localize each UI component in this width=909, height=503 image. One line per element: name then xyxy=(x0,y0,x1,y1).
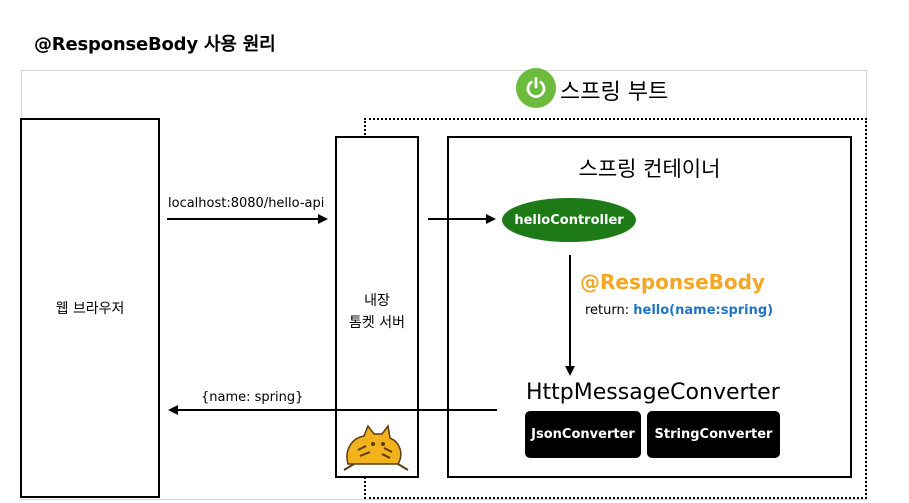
string-converter-label: StringConverter xyxy=(654,427,773,442)
http-message-converter-title: HttpMessageConverter xyxy=(526,380,780,405)
response-body-annotation: @ResponseBody xyxy=(580,270,765,294)
request-url-label: localhost:8080/hello-api xyxy=(168,196,325,211)
embedded-tomcat-label: 내장 톰켓 서버 xyxy=(335,290,419,334)
response-json-label: {name: spring} xyxy=(201,390,304,405)
return-prefix: return: xyxy=(585,303,634,318)
server-label-line2: 톰켓 서버 xyxy=(349,315,405,331)
return-value: hello(name:spring) xyxy=(633,303,774,318)
embedded-tomcat-box xyxy=(335,136,419,478)
hello-controller-node: helloController xyxy=(502,198,636,242)
power-icon xyxy=(526,77,546,98)
spring-container-title: 스프링 컨테이너 xyxy=(578,157,721,181)
web-browser-box: 웹 브라우저 xyxy=(20,118,160,498)
json-converter-box: JsonConverter xyxy=(525,411,641,458)
web-browser-label: 웹 브라우저 xyxy=(55,301,125,317)
string-converter-box: StringConverter xyxy=(647,411,780,458)
page-title: @ResponseBody 사용 원리 xyxy=(34,34,276,55)
tomcat-cat-icon xyxy=(343,424,409,471)
json-converter-label: JsonConverter xyxy=(531,427,635,442)
spring-boot-logo xyxy=(516,68,556,108)
spring-boot-label: 스프링 부트 xyxy=(560,80,669,105)
return-statement: return: hello(name:spring) xyxy=(585,303,773,318)
hello-controller-label: helloController xyxy=(514,212,624,228)
server-label-line1: 내장 xyxy=(364,293,390,309)
